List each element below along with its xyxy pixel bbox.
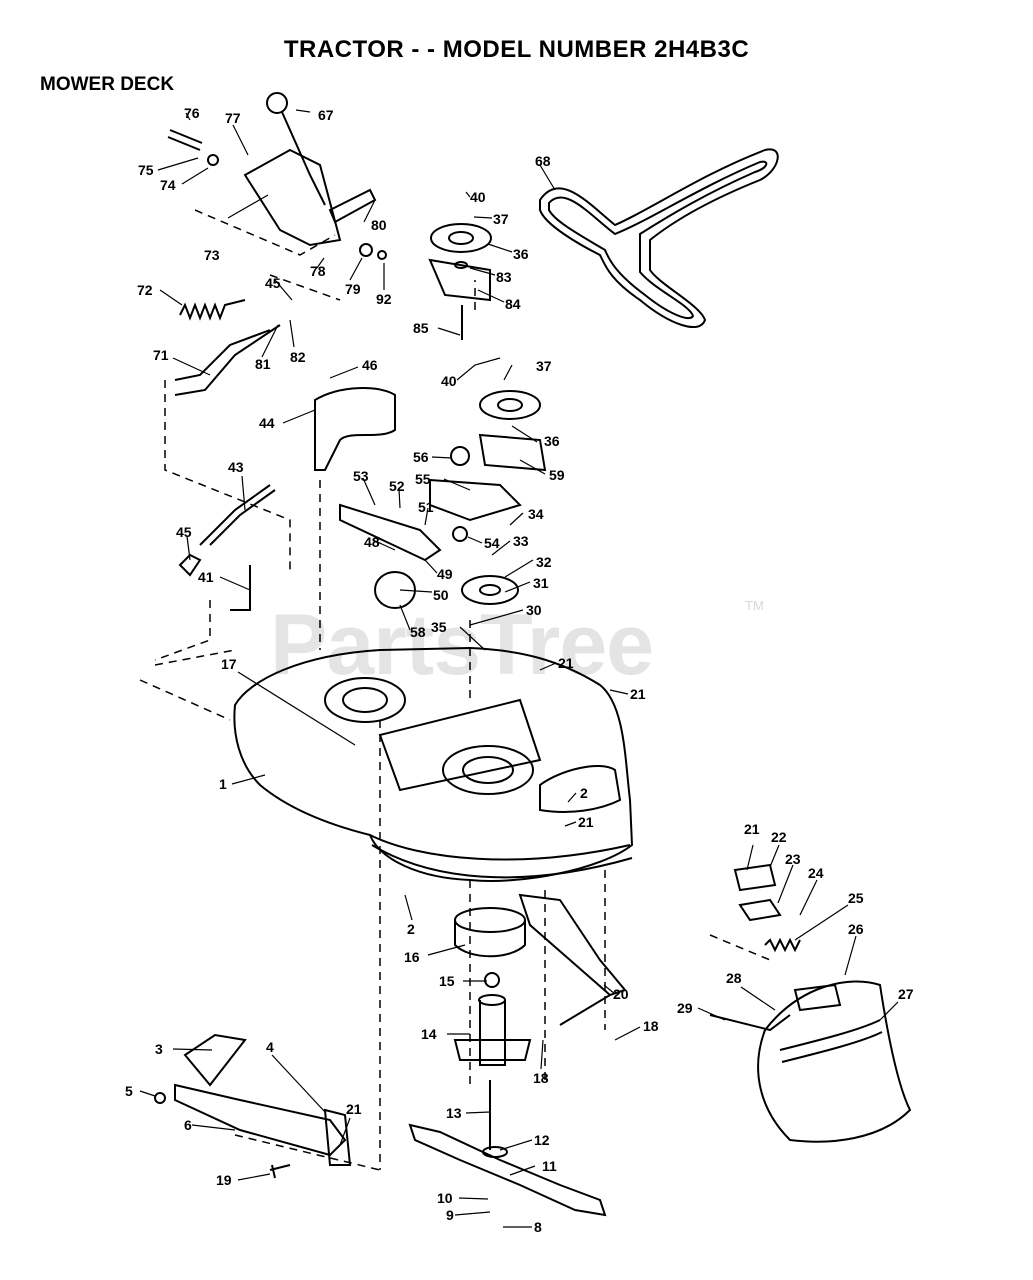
callout-18-a: 18 bbox=[643, 1018, 659, 1034]
callout-82: 82 bbox=[290, 349, 306, 365]
callout-52: 52 bbox=[389, 478, 405, 494]
callout-20: 20 bbox=[613, 986, 629, 1002]
callout-25: 25 bbox=[848, 890, 864, 906]
callout-49: 49 bbox=[437, 566, 453, 582]
callout-12: 12 bbox=[534, 1132, 550, 1148]
callout-4: 4 bbox=[266, 1039, 274, 1055]
callout-79: 79 bbox=[345, 281, 361, 297]
callout-55: 55 bbox=[415, 471, 431, 487]
watermark-trademark: TM bbox=[745, 598, 764, 613]
callout-51: 51 bbox=[418, 499, 434, 515]
callout-71: 71 bbox=[153, 347, 169, 363]
callout-19: 19 bbox=[216, 1172, 232, 1188]
callout-9: 9 bbox=[446, 1207, 454, 1223]
callout-30: 30 bbox=[526, 602, 542, 618]
section-title: MOWER DECK bbox=[40, 74, 175, 95]
callout-21-d: 21 bbox=[346, 1101, 362, 1117]
callout-27: 27 bbox=[898, 986, 914, 1002]
callout-1: 1 bbox=[219, 776, 227, 792]
callout-92: 92 bbox=[376, 291, 392, 307]
callout-68: 68 bbox=[535, 153, 551, 169]
callout-45-a: 45 bbox=[265, 275, 281, 291]
callout-85: 85 bbox=[413, 320, 429, 336]
callout-36-a: 36 bbox=[513, 246, 529, 262]
discharge-chute bbox=[757, 980, 912, 1143]
callout-54: 54 bbox=[484, 535, 500, 551]
callout-33: 33 bbox=[513, 533, 529, 549]
callout-26: 26 bbox=[848, 921, 864, 937]
callout-76: 76 bbox=[184, 105, 200, 121]
drive-belt bbox=[539, 148, 779, 329]
callout-46: 46 bbox=[362, 357, 378, 373]
callout-35: 35 bbox=[431, 619, 447, 635]
callout-84: 84 bbox=[505, 296, 521, 312]
callout-37-a: 37 bbox=[493, 211, 509, 227]
callout-22: 22 bbox=[771, 829, 787, 845]
callout-18-b: 18 bbox=[533, 1070, 549, 1086]
callout-67: 67 bbox=[318, 107, 334, 123]
callout-78: 78 bbox=[310, 263, 326, 279]
callout-23: 23 bbox=[785, 851, 801, 867]
callout-50: 50 bbox=[433, 587, 449, 603]
callout-72: 72 bbox=[137, 282, 153, 298]
callout-21-a: 21 bbox=[558, 655, 574, 671]
callout-32: 32 bbox=[536, 554, 552, 570]
mower-blade bbox=[408, 1123, 607, 1217]
callout-31: 31 bbox=[533, 575, 549, 591]
callout-48: 48 bbox=[364, 534, 380, 550]
callout-80: 80 bbox=[371, 217, 387, 233]
callout-2-b: 2 bbox=[407, 921, 415, 937]
callout-5: 5 bbox=[125, 1083, 133, 1099]
callout-77: 77 bbox=[225, 110, 241, 126]
callout-6: 6 bbox=[184, 1117, 192, 1133]
watermark: PartsTree bbox=[270, 597, 654, 693]
callout-40-b: 40 bbox=[441, 373, 457, 389]
callout-28: 28 bbox=[726, 970, 742, 986]
callout-10: 10 bbox=[437, 1190, 453, 1206]
callout-37-b: 37 bbox=[536, 358, 552, 374]
callout-11: 11 bbox=[542, 1158, 557, 1174]
callout-16: 16 bbox=[404, 949, 420, 965]
callout-15: 15 bbox=[439, 973, 455, 989]
callout-73: 73 bbox=[204, 247, 220, 263]
callout-83: 83 bbox=[496, 269, 512, 285]
page-title: TRACTOR - - MODEL NUMBER 2H4B3C bbox=[283, 36, 750, 63]
callout-81: 81 bbox=[255, 356, 271, 372]
callout-41: 41 bbox=[198, 569, 214, 585]
callout-14: 14 bbox=[421, 1026, 437, 1042]
callout-75: 75 bbox=[138, 162, 154, 178]
callout-21-c: 21 bbox=[578, 814, 594, 830]
callout-3: 3 bbox=[155, 1041, 163, 1057]
callout-56: 56 bbox=[413, 449, 429, 465]
callout-53: 53 bbox=[353, 468, 369, 484]
callout-21-e: 21 bbox=[744, 821, 760, 837]
callout-29: 29 bbox=[677, 1000, 693, 1016]
callout-36-b: 36 bbox=[544, 433, 560, 449]
callout-74: 74 bbox=[160, 177, 176, 193]
callout-43: 43 bbox=[228, 459, 244, 475]
callout-59: 59 bbox=[549, 467, 565, 483]
callout-34: 34 bbox=[528, 506, 544, 522]
callout-24: 24 bbox=[808, 865, 824, 881]
callout-17: 17 bbox=[221, 656, 237, 672]
callout-44: 44 bbox=[259, 415, 275, 431]
mower-deck bbox=[233, 646, 634, 882]
callout-45-b: 45 bbox=[176, 524, 192, 540]
callout-58: 58 bbox=[410, 624, 426, 640]
callout-40-a: 40 bbox=[470, 189, 486, 205]
callout-8: 8 bbox=[534, 1219, 542, 1235]
callout-13: 13 bbox=[446, 1105, 462, 1121]
callout-21-b: 21 bbox=[630, 686, 646, 702]
callout-2-a: 2 bbox=[580, 785, 588, 801]
